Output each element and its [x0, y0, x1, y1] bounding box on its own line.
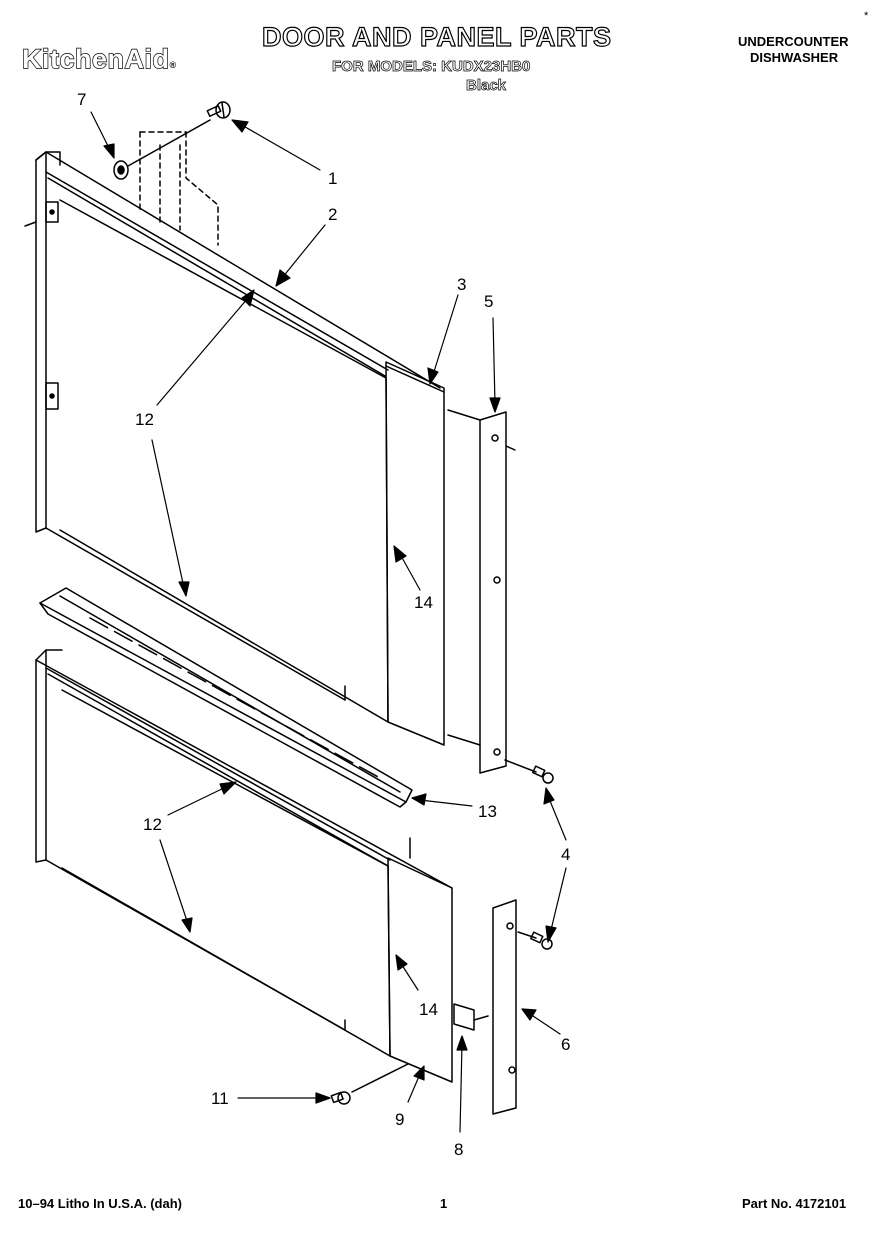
callout-6: 6	[561, 1035, 570, 1054]
callout-9: 9	[395, 1110, 404, 1129]
mounting-bracket-hidden	[139, 131, 219, 246]
callout-4: 4	[561, 845, 570, 864]
callout-12-upper: 12	[135, 410, 154, 429]
corner-mark: *	[864, 10, 869, 22]
brand-name: KitchenAid	[21, 43, 170, 74]
color-label: Black	[466, 77, 507, 95]
toe-strip-part-13	[39, 587, 413, 808]
screw-part-1	[206, 101, 231, 119]
models-line: FOR MODELS: KUDX23HB0	[332, 58, 531, 76]
side-trim-part-6	[492, 899, 517, 1115]
print-info: 10–94 Litho In U.S.A. (dah)	[18, 1196, 182, 1211]
callout-14-upper: 14	[414, 593, 433, 612]
product-line-2: DISHWASHER	[750, 50, 839, 65]
callout-12-lower: 12	[143, 815, 162, 834]
callout-3: 3	[457, 275, 466, 294]
part-number: Part No. 4172101	[742, 1196, 847, 1211]
page-number: 1	[440, 1196, 448, 1211]
screw-part-4-upper	[504, 759, 554, 784]
callout-11: 11	[211, 1089, 229, 1108]
callout-2: 2	[328, 205, 337, 224]
callout-7: 7	[77, 90, 86, 109]
side-trim-part-5	[447, 409, 516, 774]
lower-door-panel	[35, 649, 489, 1083]
callout-14-lower: 14	[419, 1000, 438, 1019]
brand-logo: KitchenAid®	[21, 43, 177, 75]
leader-lines	[90, 111, 567, 1133]
callout-5: 5	[484, 292, 493, 311]
brand-registered-mark: ®	[169, 60, 177, 70]
callout-1: 1	[328, 169, 337, 188]
grommet-part-7	[113, 119, 211, 180]
callout-labels: 1 2 3 5 7 12 14 13 4 12 14 6 11 9 8	[77, 90, 570, 1159]
callout-8: 8	[454, 1140, 463, 1159]
screw-part-4-lower	[517, 931, 553, 950]
page-title: DOOR AND PANEL PARTS	[261, 21, 612, 52]
upper-door-panel	[24, 151, 445, 746]
callout-13: 13	[478, 802, 497, 821]
product-line-1: UNDERCOUNTER	[738, 34, 849, 49]
screw-part-11	[330, 1063, 409, 1105]
